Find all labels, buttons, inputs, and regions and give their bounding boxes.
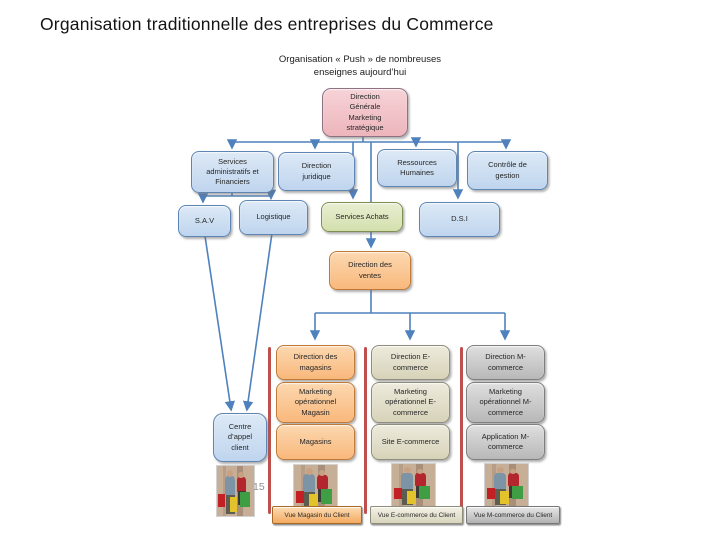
- node-label: Services Achats: [335, 211, 389, 221]
- button-label: Vue Magasin du Client: [284, 511, 350, 519]
- node-magasins: Magasins: [276, 424, 355, 460]
- node-label: Direction M- commerce: [485, 352, 526, 372]
- shoppers-photo-art: [485, 464, 528, 507]
- node-label: Direction des ventes: [348, 260, 392, 280]
- node-direction-mcommerce: Direction M- commerce: [466, 345, 545, 380]
- page-number: 15: [253, 481, 265, 493]
- node-label: Ressources Humaines: [397, 157, 437, 177]
- button-label: Vue M-commerce du Client: [473, 511, 553, 519]
- shoppers-photo: [485, 464, 528, 507]
- node-label: Contrôle de gestion: [488, 160, 527, 180]
- node-direction-juridique: Direction juridique: [278, 152, 355, 191]
- column-separator-line: [268, 347, 271, 514]
- node-label: Services administratifs et Financiers: [206, 156, 259, 187]
- node-label: Direction juridique: [301, 161, 332, 181]
- shoppers-photo-art: [217, 466, 254, 516]
- node-label: D.S.I: [451, 214, 468, 224]
- node-label: Magasins: [299, 436, 332, 446]
- node-dsi: D.S.I: [419, 202, 500, 237]
- node-services-administratifs: Services administratifs et Financiers: [191, 151, 274, 193]
- node-site-ecommerce: Site E-commerce: [371, 424, 450, 460]
- node-marketing-ecommerce: Marketing opérationnel E- commerce: [371, 382, 450, 423]
- node-sav: S.A.V: [178, 205, 231, 237]
- node-label: Logistique: [256, 212, 291, 222]
- node-label: Marketing opérationnel M- commerce: [479, 387, 532, 417]
- shoppers-photo-art: [294, 465, 337, 512]
- node-label: Direction E- commerce: [390, 352, 431, 372]
- node-label: Site E-commerce: [381, 436, 440, 446]
- node-label: Direction Générale Marketing stratégique: [346, 92, 384, 132]
- button-label: Vue E-commerce du Client: [377, 511, 456, 519]
- node-label: Marketing opérationnel E- commerce: [385, 387, 436, 417]
- node-logistique: Logistique: [239, 200, 308, 235]
- vue-magasin-button[interactable]: Vue Magasin du Client: [272, 506, 362, 524]
- node-label: Direction des magasins: [293, 352, 338, 372]
- node-direction-ventes: Direction des ventes: [329, 251, 411, 290]
- node-label: Marketing opérationnel Magasin: [294, 387, 337, 417]
- node-controle-gestion: Contrôle de gestion: [467, 151, 548, 190]
- node-services-achats: Services Achats: [321, 202, 403, 232]
- chart-subtitle: Organisation « Push » de nombreuses ense…: [278, 54, 442, 78]
- node-ressources-humaines: Ressources Humaines: [377, 149, 457, 187]
- node-centre-appel-client: Centre d’appel client: [213, 413, 267, 462]
- shoppers-photo-art: [392, 464, 435, 507]
- node-direction-magasins: Direction des magasins: [276, 345, 355, 380]
- sales-to-channels-connectors: [309, 288, 511, 341]
- node-label: Centre d’appel client: [227, 422, 253, 452]
- node-marketing-magasin: Marketing opérationnel Magasin: [276, 382, 355, 423]
- slide-title: Organisation traditionnelle des entrepri…: [40, 14, 494, 34]
- shoppers-photo: [294, 465, 337, 512]
- node-direction-ecommerce: Direction E- commerce: [371, 345, 450, 380]
- call-center-diagonal-connectors: [204, 232, 273, 412]
- column-separator-line: [364, 347, 367, 514]
- column-separator-line: [460, 347, 463, 514]
- node-label: S.A.V: [194, 215, 215, 225]
- node-direction-generale: Direction Générale Marketing stratégique: [322, 88, 408, 137]
- shoppers-photo: [217, 466, 254, 516]
- node-application-mcommerce: Application M- commerce: [466, 424, 545, 460]
- shoppers-photo: [392, 464, 435, 507]
- node-label: Application M- commerce: [481, 431, 530, 451]
- vue-ecommerce-button[interactable]: Vue E-commerce du Client: [370, 506, 463, 524]
- node-marketing-mcommerce: Marketing opérationnel M- commerce: [466, 382, 545, 423]
- vue-mcommerce-button[interactable]: Vue M-commerce du Client: [466, 506, 560, 524]
